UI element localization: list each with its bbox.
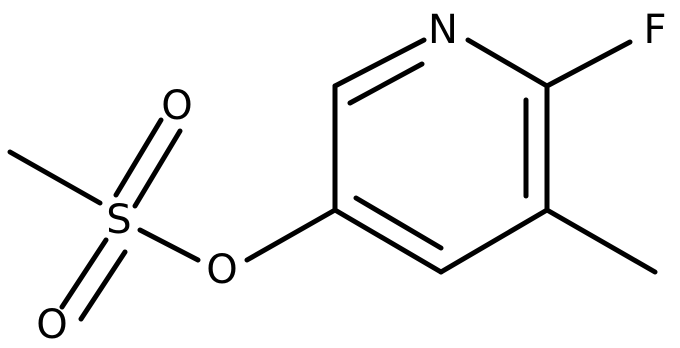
bond-c2-n1 <box>332 37 427 89</box>
atom-label-f: F <box>643 7 666 53</box>
bond-c6-f <box>544 39 633 89</box>
bond-o-s <box>137 227 201 263</box>
bond-s-o-top-b <box>132 128 183 209</box>
bond-c3-o <box>244 207 338 263</box>
bond-n1-c6 <box>465 37 550 89</box>
atom-label-o-bottom: O <box>36 302 67 348</box>
bond-c4-c3 <box>332 207 444 275</box>
atom-label-s: S <box>106 197 131 243</box>
bond-s-o-bottom-a <box>59 237 109 310</box>
atom-label-o-ester: O <box>206 247 237 293</box>
bond-c4-c3-inner <box>353 195 444 251</box>
bond-s-o-top-a <box>113 117 164 198</box>
atom-label-n: N <box>428 7 458 53</box>
bond-c5-c4 <box>438 207 550 275</box>
atom-label-o-top: O <box>161 83 192 129</box>
bond-c5-methyl <box>544 207 658 275</box>
bond-c2-n1-inner <box>347 61 425 106</box>
bond-s-o-bottom-b <box>78 249 128 322</box>
bond-s-methyl <box>7 149 103 206</box>
